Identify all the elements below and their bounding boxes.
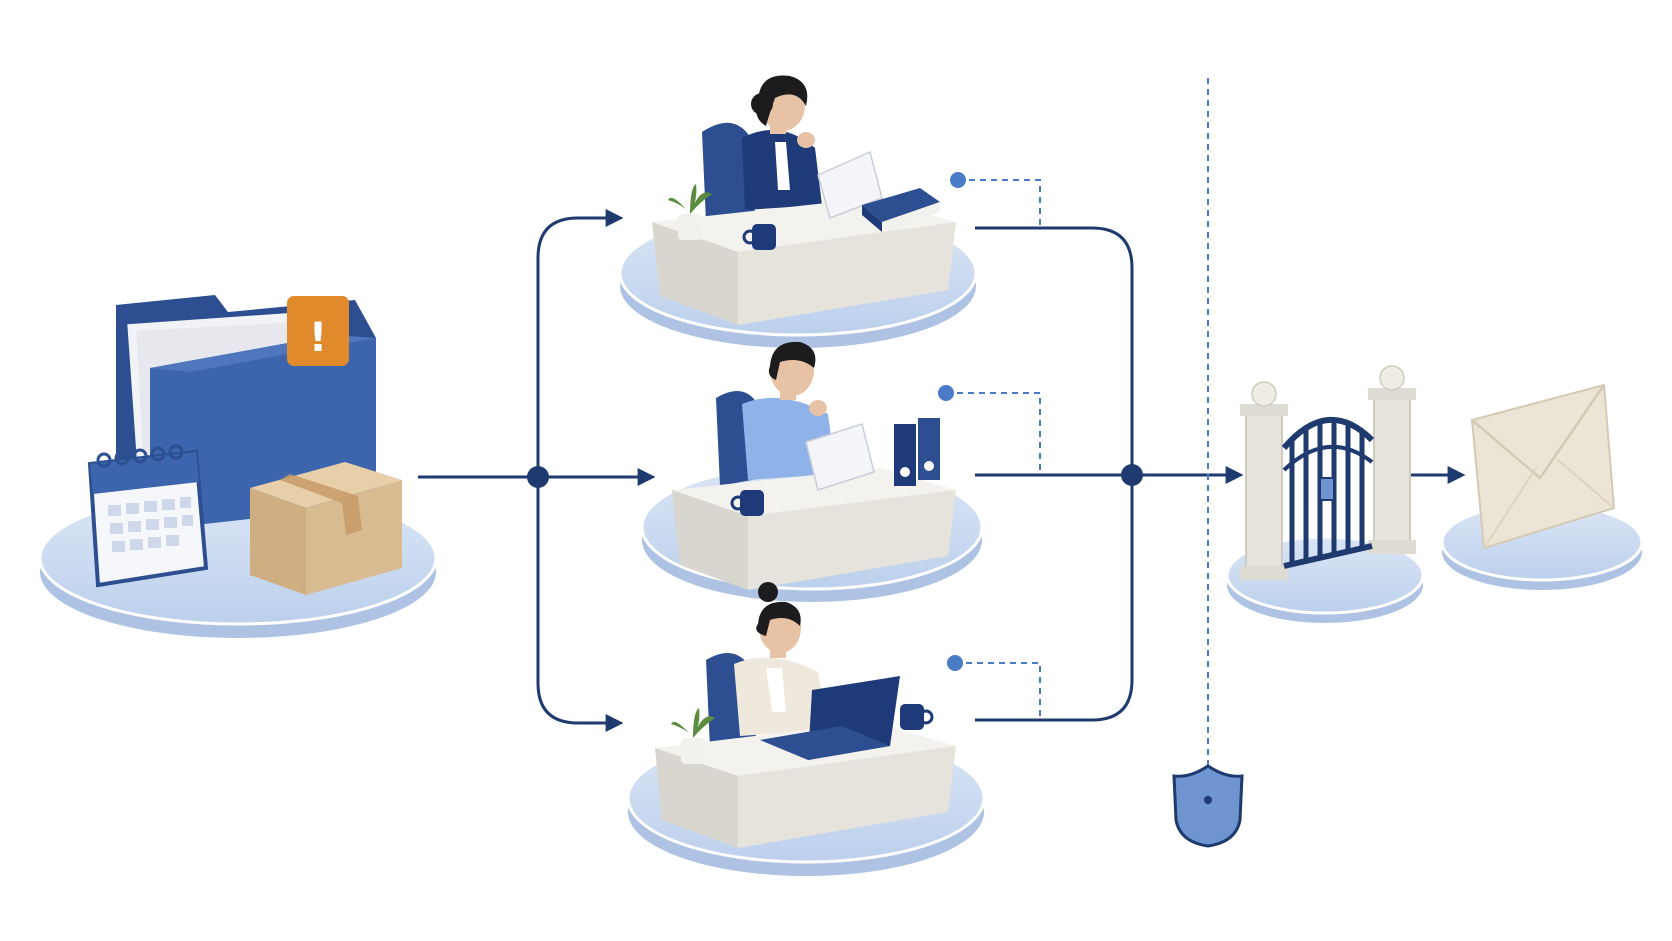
binder-icon	[894, 418, 940, 486]
chair-icon	[702, 122, 755, 222]
gate-icon	[1240, 365, 1416, 580]
plant-icon	[671, 708, 715, 764]
mug-icon	[742, 224, 776, 250]
merge-junction	[1121, 464, 1143, 486]
book-icon	[862, 188, 940, 232]
split-to-top-arrow	[536, 209, 624, 477]
envelope-icon	[1470, 383, 1616, 550]
alert-badge-icon: !	[287, 296, 349, 366]
person-icon	[734, 582, 828, 736]
gate-node	[1225, 365, 1425, 623]
calendar-icon	[87, 444, 209, 588]
person-icon	[742, 75, 822, 210]
plant-icon	[668, 184, 712, 240]
bottom-to-merge-line	[975, 475, 1134, 722]
top-to-merge-line	[975, 226, 1134, 475]
source-node: !	[38, 295, 438, 638]
dashed-connector-dot	[938, 385, 954, 401]
reviewer-top-node	[618, 75, 978, 348]
connectors	[418, 209, 1466, 732]
mug-icon	[900, 704, 934, 730]
delivery-node	[1440, 383, 1644, 590]
svg-text:!: !	[309, 315, 327, 361]
reviewer-middle-node	[640, 341, 984, 602]
laptop-icon	[817, 150, 883, 219]
split-junction	[527, 466, 549, 488]
dashed-connector-dot	[950, 172, 966, 188]
split-to-bottom-arrow	[536, 477, 624, 732]
laptop-icon	[760, 676, 900, 760]
mug-icon	[730, 490, 764, 516]
reviewer-bottom-node	[626, 582, 986, 876]
dashed-connector-dot	[947, 655, 963, 671]
shield-icon	[1172, 764, 1244, 848]
package-box-icon	[250, 462, 402, 595]
dashed-connectors	[946, 78, 1209, 770]
paper-icon	[805, 423, 875, 491]
